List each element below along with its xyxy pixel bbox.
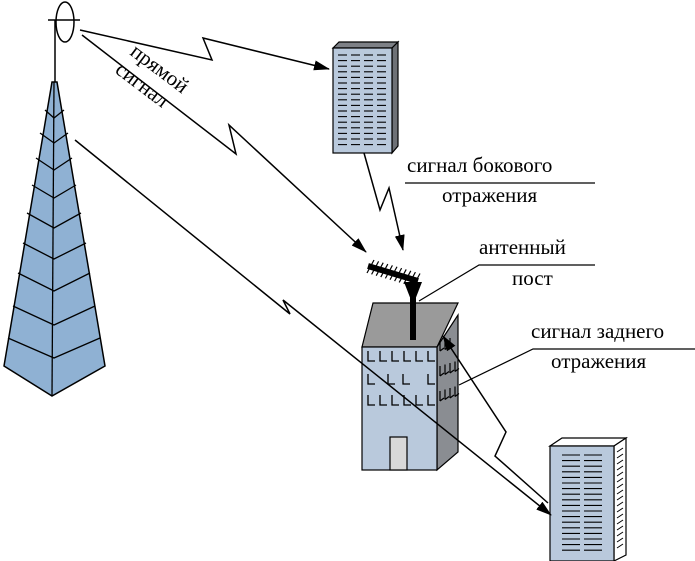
side-window: [616, 459, 624, 465]
yagi-element: [398, 269, 407, 283]
top-building: [331, 40, 400, 155]
window: [403, 351, 411, 362]
side-window: [616, 525, 624, 531]
window: [367, 374, 375, 385]
signal-to-top-building: [79, 29, 330, 71]
label-back-reflection-line2: отражения: [551, 349, 647, 373]
label-side-reflection-line1: сигнал бокового: [407, 153, 552, 177]
window: [367, 395, 375, 406]
tower-lattice: [7, 81, 101, 397]
window: [391, 351, 399, 362]
window: [427, 374, 435, 385]
side-window: [616, 519, 624, 525]
label-back-reflection-line1: сигнал заднего: [531, 319, 664, 343]
yagi-element: [389, 266, 398, 281]
yagi-element: [366, 259, 375, 274]
yagi-element: [375, 262, 384, 276]
callout-lines: [405, 182, 695, 386]
side-window: [616, 513, 624, 519]
side-window: [616, 477, 624, 483]
building-door: [389, 436, 408, 471]
side-window: [616, 489, 624, 495]
label-antenna-post-line1: антенный: [479, 235, 566, 259]
bottom-building-side-windows: [616, 447, 624, 549]
side-window: [616, 453, 624, 459]
window: [403, 395, 411, 406]
window: [367, 351, 375, 362]
side-window: [616, 543, 624, 549]
yagi-element: [384, 265, 393, 279]
side-window: [616, 507, 624, 513]
yagi-element: [412, 273, 421, 287]
signal-to-bottom-building: [74, 139, 552, 516]
window: [415, 395, 423, 406]
direct-signal-path: [81, 34, 367, 253]
side-window: [616, 471, 624, 477]
window: [427, 395, 435, 406]
side-window: [439, 366, 445, 377]
side-window: [444, 364, 450, 375]
window: [379, 395, 387, 406]
side-reflection-path: [363, 152, 405, 251]
yagi-element: [371, 261, 380, 275]
window: [402, 374, 410, 385]
side-window: [454, 386, 460, 397]
top-building-windows: [338, 54, 386, 146]
side-window: [444, 389, 450, 400]
side-window: [616, 501, 624, 507]
side-window: [616, 537, 624, 543]
side-window: [439, 391, 445, 402]
receiver-building: [361, 302, 460, 472]
side-window: [449, 363, 455, 374]
side-window: [616, 483, 624, 489]
transmitter-tower: [3, 1, 106, 397]
antenna-post: [366, 259, 422, 340]
side-window: [616, 465, 624, 471]
side-window: [616, 447, 624, 453]
tower-antenna-icon: [55, 1, 75, 43]
label-side-reflection-line2: отражения: [442, 183, 538, 207]
window: [379, 351, 387, 362]
bottom-building-windows: [562, 454, 602, 551]
side-window: [616, 531, 624, 537]
yagi-element: [407, 271, 416, 286]
receiver-building-windows: [367, 351, 435, 406]
side-window: [449, 388, 455, 399]
side-window: [454, 361, 460, 372]
window: [391, 395, 399, 406]
window: [415, 351, 423, 362]
bottom-building: [548, 436, 628, 561]
yagi-element: [394, 267, 403, 282]
yagi-element: [380, 263, 389, 278]
back-reflection-path: [442, 335, 549, 504]
side-window: [616, 495, 624, 501]
yagi-element: [403, 270, 412, 285]
label-antenna-post-line2: пост: [512, 266, 553, 290]
window: [427, 351, 435, 362]
signal-paths: [74, 29, 552, 516]
label-direct-signal: прямой сигнал: [111, 39, 194, 113]
tower-body: [3, 81, 106, 397]
